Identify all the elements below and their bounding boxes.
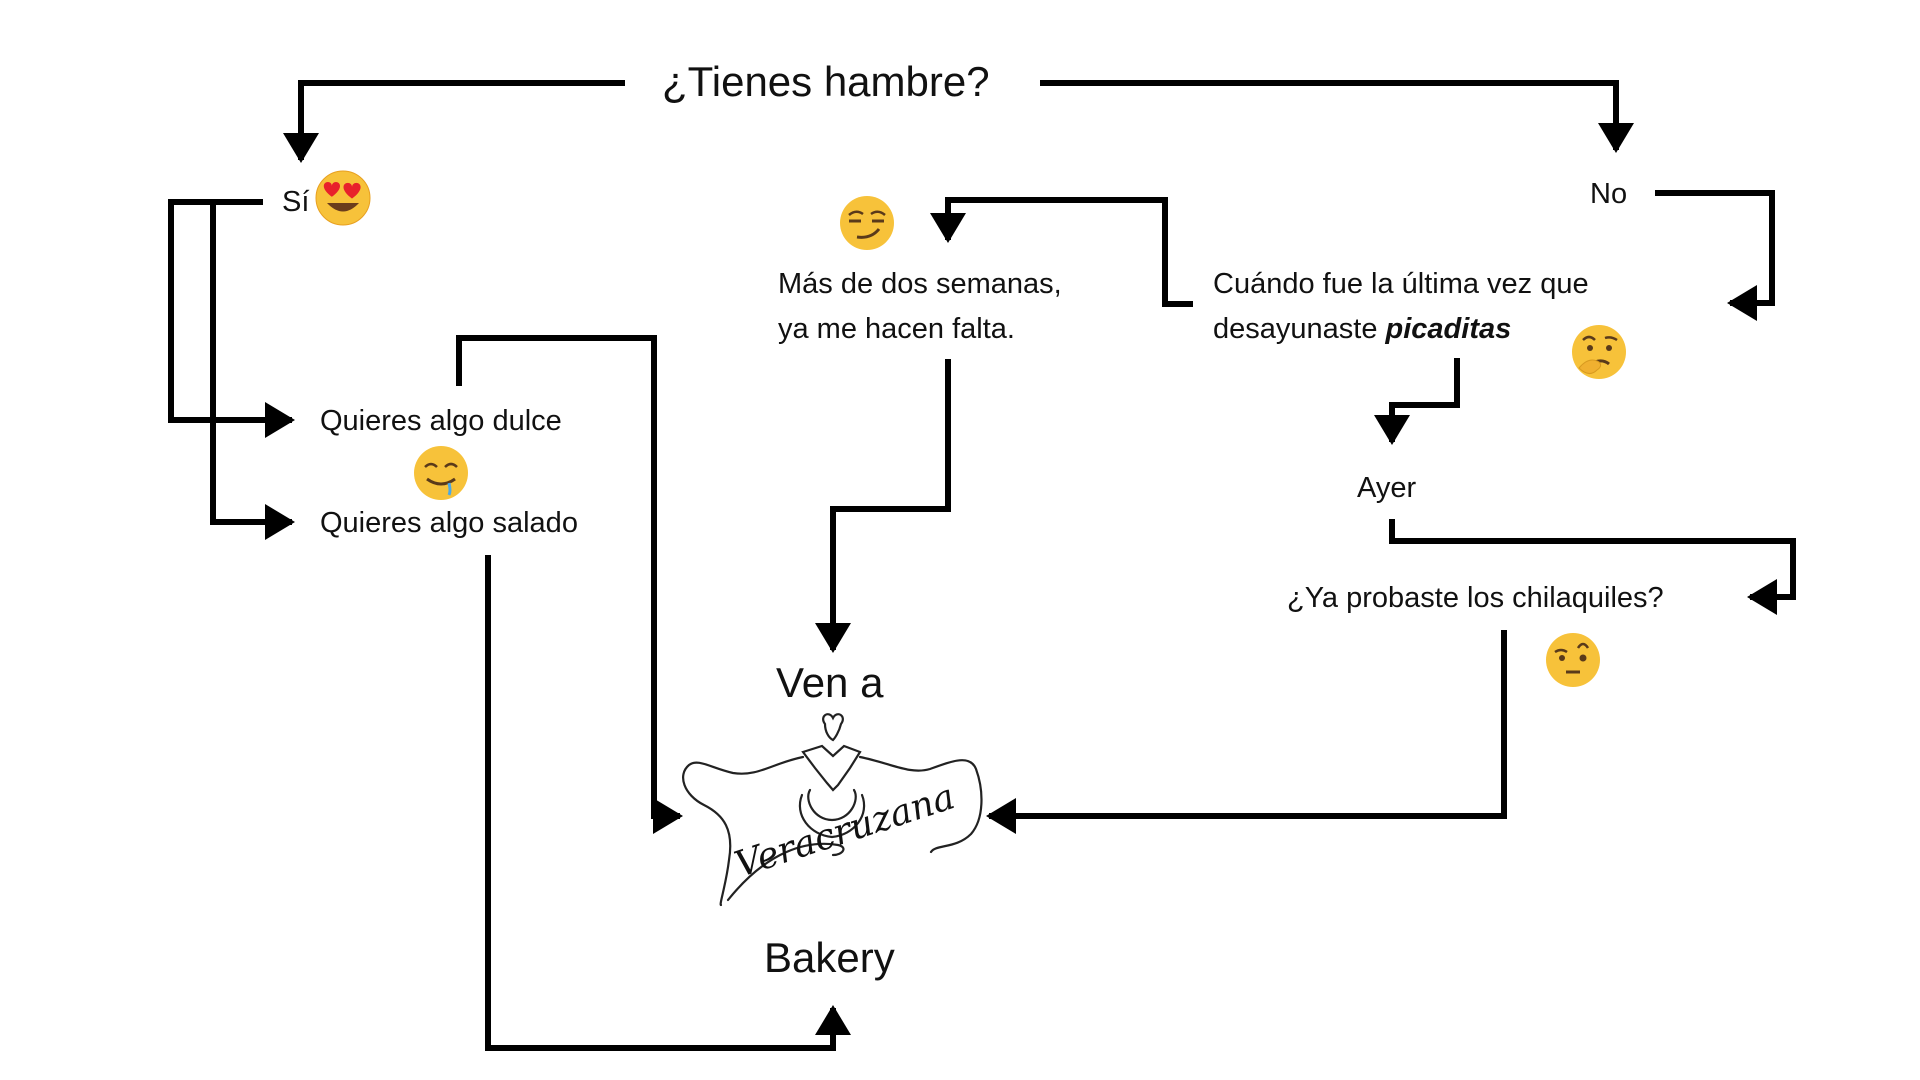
- logo-dancer-bodice: [801, 744, 862, 792]
- smirking-face-icon: [840, 196, 894, 250]
- drooling-face-icon: [414, 446, 468, 500]
- arrow-yes-to-savory: [210, 202, 295, 540]
- arrow-yes-to-sweet: [168, 199, 295, 438]
- arrow-sweet-to-bakery: [456, 335, 683, 834]
- arrow-yesterday-to-chilaquiles: [1389, 519, 1796, 615]
- node-chilaquiles: ¿Ya probaste los chilaquiles?: [1287, 582, 1664, 614]
- arrow-weeks-to-bakery: [815, 359, 951, 653]
- node-last-time: Cuándo fue la última vez que desayunaste…: [1213, 262, 1589, 352]
- node-last-time-line1: Cuándo fue la última vez que: [1213, 268, 1589, 300]
- arrow-last-time-to-weeks: [930, 197, 1193, 307]
- thinking-face-icon: [1572, 325, 1626, 379]
- logo-dancer-apron: [798, 788, 866, 839]
- node-no: No: [1590, 178, 1628, 210]
- node-last-time-emphasis: picaditas: [1385, 313, 1512, 345]
- node-last-time-prefix: desayunaste: [1213, 313, 1386, 345]
- question-hungry: ¿Tienes hambre?: [662, 58, 990, 105]
- arrow-last-time-to-yesterday: [1374, 358, 1460, 445]
- node-bakery: Bakery: [764, 934, 895, 981]
- logo-script-underline: [726, 842, 845, 902]
- node-sweet: Quieres algo dulce: [320, 405, 562, 437]
- node-weeks-line1: Más de dos semanas,: [778, 268, 1062, 300]
- arrow-chilaquiles-to-bakery: [986, 630, 1507, 834]
- arrow-title-to-yes: [283, 80, 625, 163]
- arrow-no-to-last-time: [1655, 190, 1775, 321]
- heart-eyes-face-icon: [315, 170, 371, 226]
- node-come-to: Ven a: [776, 659, 884, 706]
- node-weeks-line2: ya me hacen falta.: [778, 313, 1015, 345]
- arrow-savory-to-bakery: [485, 555, 851, 1051]
- node-last-time-line2: desayunaste picaditas: [1213, 307, 1589, 352]
- node-savory: Quieres algo salado: [320, 507, 578, 539]
- bakery-logo: [682, 713, 983, 907]
- arrow-title-to-no: [1040, 80, 1634, 153]
- logo-dancer-head: [822, 713, 844, 742]
- logo-skirt: [682, 755, 983, 907]
- node-more-than-two-weeks: Más de dos semanas, ya me hacen falta.: [778, 262, 1062, 352]
- node-yesterday: Ayer: [1357, 472, 1417, 504]
- node-yes: Sí: [282, 186, 310, 218]
- raised-eyebrow-face-icon: [1546, 633, 1600, 687]
